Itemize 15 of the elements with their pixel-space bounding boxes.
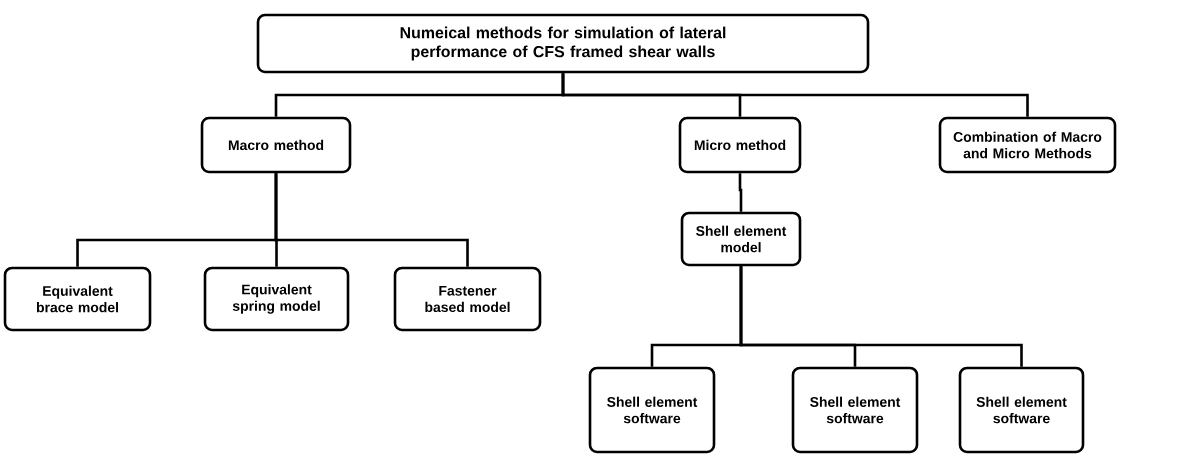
method-box: Fastener based model: [393, 266, 542, 332]
method-box: Shell element model: [680, 211, 802, 267]
method-box: Shell element software: [588, 366, 716, 454]
connector-line: [739, 266, 1023, 367]
method-box: Shell element software: [791, 366, 919, 454]
method-box: Shell element software: [958, 366, 1085, 454]
method-box: Numeical methods for simulation of lateral performance of CFS framed shear walls: [256, 13, 870, 74]
connector-line: [274, 173, 469, 267]
method-box: Macro method: [200, 116, 352, 174]
method-box: Equivalent brace model: [3, 266, 152, 332]
method-box: Combination of Macro and Micro Methods: [938, 116, 1117, 174]
connector-line: [738, 173, 743, 212]
connector-line: [561, 73, 1029, 117]
method-box: Micro method: [678, 116, 802, 174]
method-box: Equivalent spring model: [203, 266, 350, 332]
